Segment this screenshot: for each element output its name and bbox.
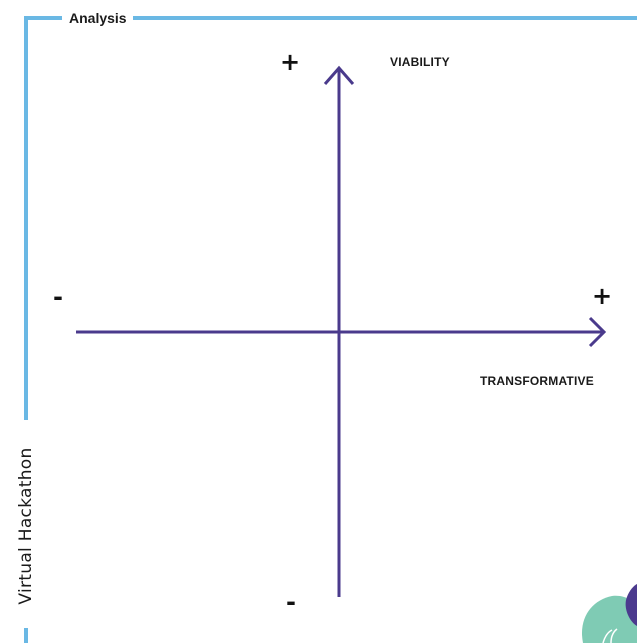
leaf-logo-white-sprout (602, 628, 618, 643)
frame-border-left (24, 16, 28, 420)
leaf-logo-purple-shape (625, 584, 637, 626)
y-axis-positive-sign: + (280, 48, 301, 76)
x-axis-arrowhead (588, 316, 607, 348)
x-axis-negative-sign: - (53, 283, 63, 311)
frame-border-left-bottom (24, 628, 28, 643)
leaf-logo-teal-shape (581, 595, 637, 643)
x-axis-positive-sign: + (592, 282, 613, 310)
x-axis-label: TRANSFORMATIVE (480, 374, 594, 388)
frame-title: Analysis (62, 9, 133, 27)
y-axis-arrowhead (323, 65, 355, 85)
y-axis-negative-sign: - (286, 588, 296, 616)
frame-border-top (24, 16, 637, 20)
y-axis-label: VIABILITY (390, 55, 450, 69)
